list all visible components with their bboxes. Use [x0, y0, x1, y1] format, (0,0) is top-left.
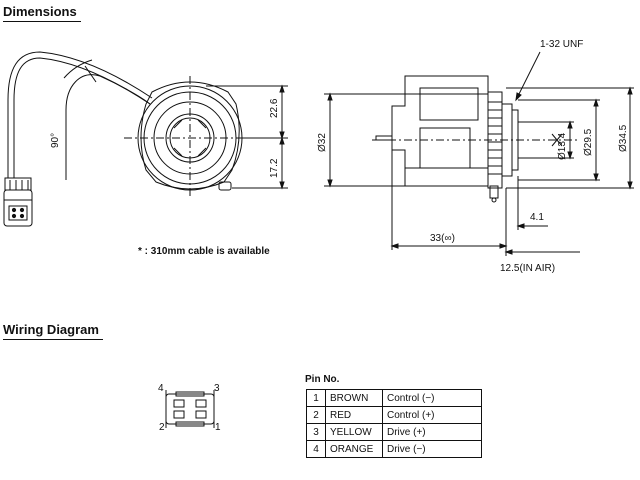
wiring-connector	[165, 390, 215, 428]
pin-function: Control (−)	[382, 389, 482, 407]
inner-diameter-2-label: Ø29.5	[583, 128, 594, 156]
pin-number: 1	[306, 389, 326, 407]
pin-label-1: 1	[215, 422, 221, 433]
focus-knob	[218, 181, 232, 191]
thread-label: 1-32 UNF	[540, 39, 583, 50]
wire-color: BROWN	[325, 389, 383, 407]
pin-table: 1 BROWN Control (−) 2 RED Control (+) 3 …	[306, 389, 482, 458]
wire-color: ORANGE	[325, 440, 383, 458]
length-label: 33(∞)	[430, 233, 455, 244]
cable-note: * : 310mm cable is available	[138, 246, 270, 257]
cable-inner	[7, 51, 153, 178]
pin-number: 2	[306, 406, 326, 424]
dimensions-title: Dimensions	[3, 4, 81, 22]
pin-label-2: 2	[159, 422, 165, 433]
height-upper-label: 22.6	[269, 98, 280, 118]
height-lower-label: 17.2	[269, 158, 280, 178]
pin-function: Control (+)	[382, 406, 482, 424]
wiring-diagram-title: Wiring Diagram	[3, 322, 103, 340]
pin-number: 3	[306, 423, 326, 441]
wire-color: YELLOW	[325, 423, 383, 441]
lens-body	[140, 81, 240, 190]
camera-body	[391, 75, 489, 187]
table-row: 3 YELLOW Drive (+)	[306, 423, 482, 441]
back-focus-label: 12.5(IN AIR)	[500, 263, 555, 274]
outer-diameter-label: Ø34.5	[618, 124, 629, 152]
pin-label-3: 3	[214, 383, 220, 394]
pin-function: Drive (+)	[382, 423, 482, 441]
pin-function: Drive (−)	[382, 440, 482, 458]
cable	[13, 57, 151, 178]
pin-label-4: 4	[158, 383, 164, 394]
connector	[4, 177, 32, 191]
table-row: 1 BROWN Control (−)	[306, 389, 482, 407]
angle-label: 90°	[50, 133, 61, 148]
side-view	[324, 51, 634, 256]
wire-color: RED	[325, 406, 383, 424]
pin-number: 4	[306, 440, 326, 458]
front-view	[3, 51, 288, 227]
inner-diameter-1-label: Ø13.4	[557, 132, 568, 160]
table-row: 4 ORANGE Drive (−)	[306, 440, 482, 458]
flange-offset-label: 4.1	[530, 212, 544, 223]
table-row: 2 RED Control (+)	[306, 406, 482, 424]
pin-table-title: Pin No.	[305, 374, 340, 385]
body-diameter-label: Ø32	[317, 133, 328, 152]
